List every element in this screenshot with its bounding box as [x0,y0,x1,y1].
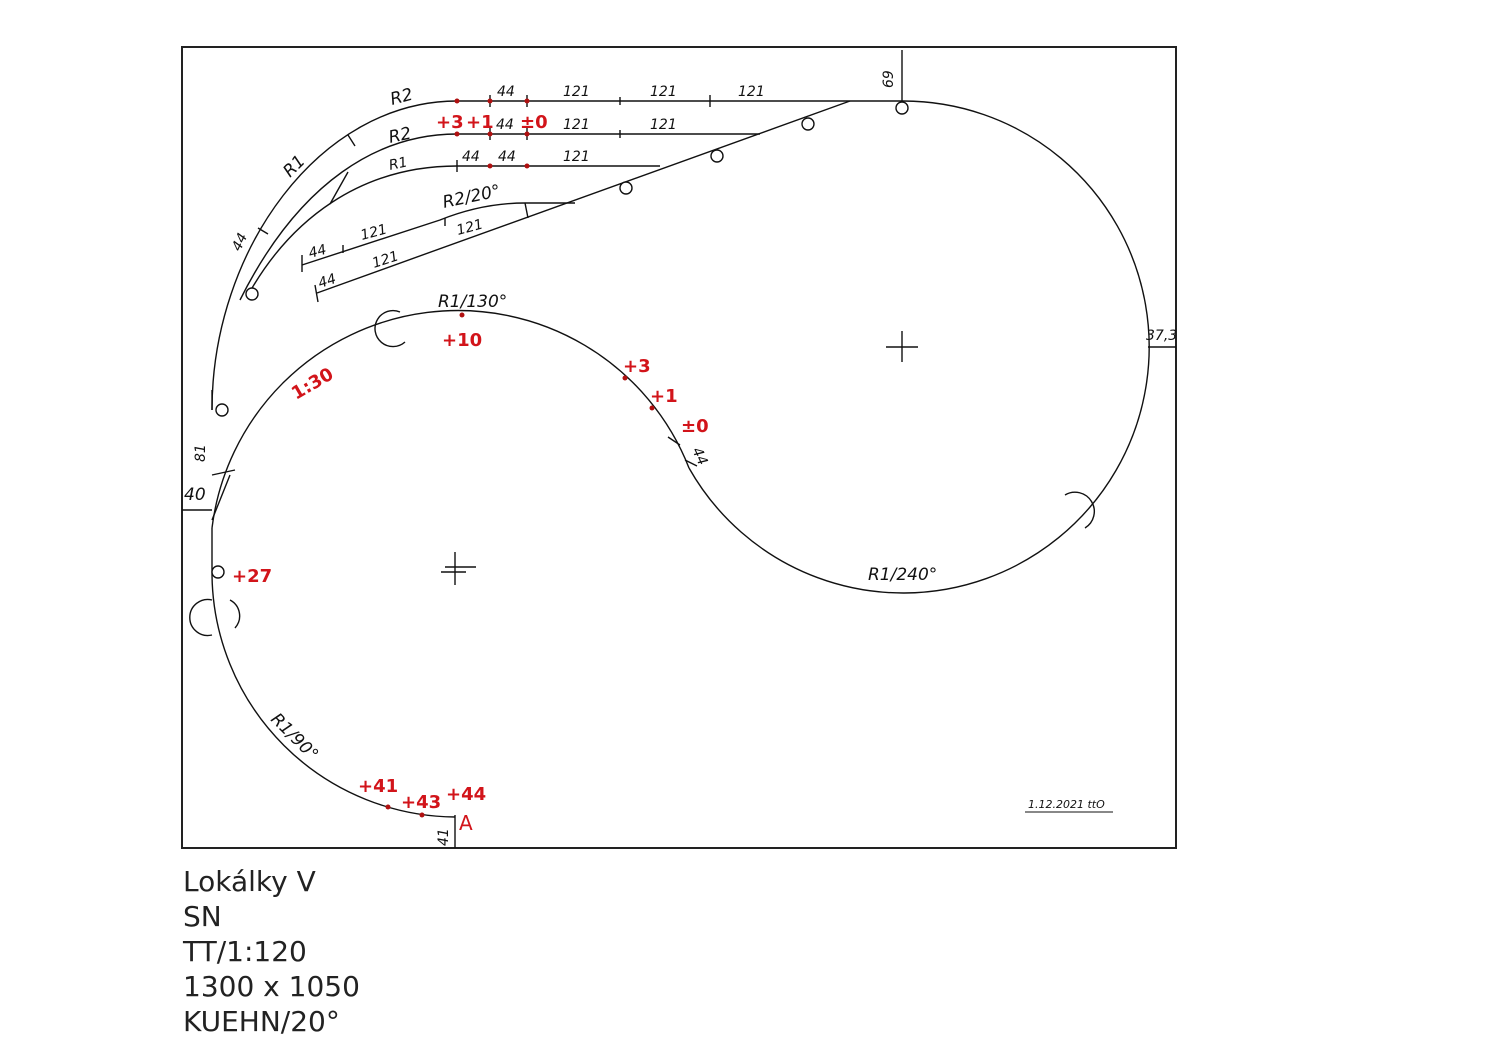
length-label: 44 [688,445,710,468]
date-signature: 1.12.2021 ttO [1028,798,1105,811]
label-r2-20: R2/20° [441,181,502,213]
length-label: 44 [229,231,251,254]
height-label: +44 [446,784,486,805]
baseboard-outline [181,46,1177,849]
length-label: 44 [462,149,480,165]
label-r1-240: R1/240° [868,565,937,585]
dimension-40: 40 [184,485,206,505]
length-label: 121 [738,84,765,100]
height-label: +1 [650,386,678,407]
point-a-label: A [459,811,473,835]
length-label: 44 [498,149,516,165]
center-cross-left [441,552,476,585]
label-r1-90: R1/90° [266,709,322,765]
height-label: +10 [442,330,482,351]
label-r1-130: R1/130° [438,292,507,312]
height-label: +1 [466,112,494,133]
length-label: 44 [497,84,515,100]
length-label: 121 [359,221,389,243]
dimension-arrows [182,50,1176,848]
length-label: 44 [307,242,328,262]
track-station-2 [239,133,760,301]
dimension-69: 69 [881,70,897,88]
label-r1: R1 [279,151,309,181]
track-siding-r2-20 [301,202,575,266]
track-diagonal-main [316,100,851,294]
center-cross-right [886,331,918,362]
length-label: 121 [563,117,590,133]
dimension-81: 81 [193,444,209,462]
label-r1: R1 [388,154,410,174]
length-label: 121 [650,117,677,133]
length-label: 121 [563,149,590,165]
height-label: +3 [623,356,651,377]
caption-system: KUEHN/20° [183,1005,340,1038]
height-label: ±0 [681,416,709,437]
grade-label: 1:30 [288,364,337,405]
caption-title: Lokálky V [183,865,316,898]
track-crossover [211,171,529,521]
label-r2: R2 [387,124,413,148]
caption-scale: TT/1:120 [183,935,307,968]
track-loop-r1-240 [688,100,1150,594]
height-label: +27 [232,566,272,587]
track-arc-r1-90 [211,574,456,818]
length-label: 44 [316,271,338,292]
track-station-3 [247,165,660,296]
tunnel-portal [189,309,1095,637]
plan-caption: Lokálky V SN TT/1:120 1300 x 1050 KUEHN/… [183,864,360,1039]
length-label: 121 [650,84,677,100]
height-label: +3 [436,112,464,133]
signal-icons [211,101,909,579]
height-label: +41 [358,776,398,797]
length-label: 121 [563,84,590,100]
height-label: +43 [401,792,441,813]
caption-subtitle: SN [183,900,222,933]
caption-size: 1300 x 1050 [183,970,360,1003]
track-arc-r1-130 [211,309,690,529]
buffer-stops [211,255,319,410]
length-label: 44 [496,117,514,133]
height-points [385,98,655,818]
dimension-41: 41 [436,828,452,846]
track-station-1 [211,100,902,411]
length-label: 121 [370,248,400,271]
dimension-37-3: 37,3 [1146,328,1177,344]
length-label: 121 [455,216,485,238]
height-label: ±0 [520,112,548,133]
